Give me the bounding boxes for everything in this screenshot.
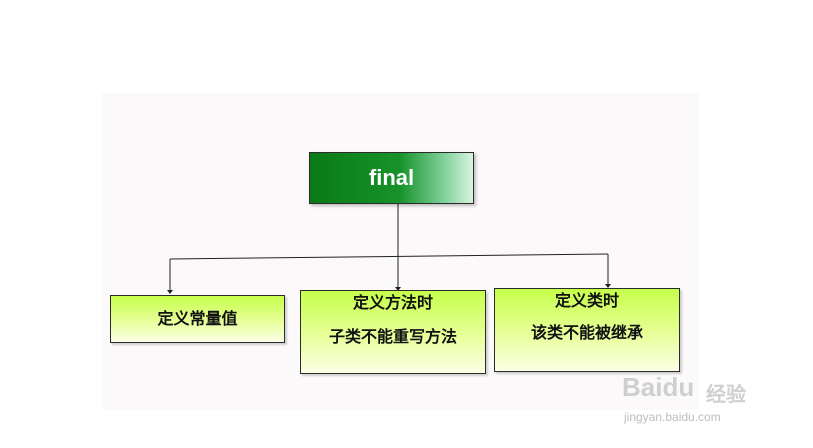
child-node-detail: 该类不能被继承	[530, 323, 643, 342]
watermark-url: jingyan.baidu.com	[624, 410, 721, 424]
baidu-watermark: Baidu 经验 jingyan.baidu.com	[622, 372, 772, 432]
branch-bar	[169, 253, 609, 260]
child-node-detail: 子类不能重写方法	[328, 327, 457, 346]
child-node-title: 定义类时	[554, 291, 619, 310]
arrowhead-left	[167, 290, 173, 294]
child-node-class: 定义类时 该类不能被继承	[494, 288, 680, 372]
child-node-method: 定义方法时 子类不能重写方法	[300, 290, 486, 374]
watermark-logo: Baidu	[622, 372, 695, 402]
arrowhead-middle	[395, 287, 401, 291]
child-node-constant: 定义常量值	[110, 295, 285, 343]
root-node-final: final	[309, 152, 474, 204]
child-node-title: 定义方法时	[352, 293, 433, 312]
child-node-label: 定义常量值	[157, 309, 238, 328]
root-node-label: final	[368, 165, 415, 190]
arrowhead-right	[605, 284, 611, 288]
watermark-word: 经验	[706, 384, 746, 406]
